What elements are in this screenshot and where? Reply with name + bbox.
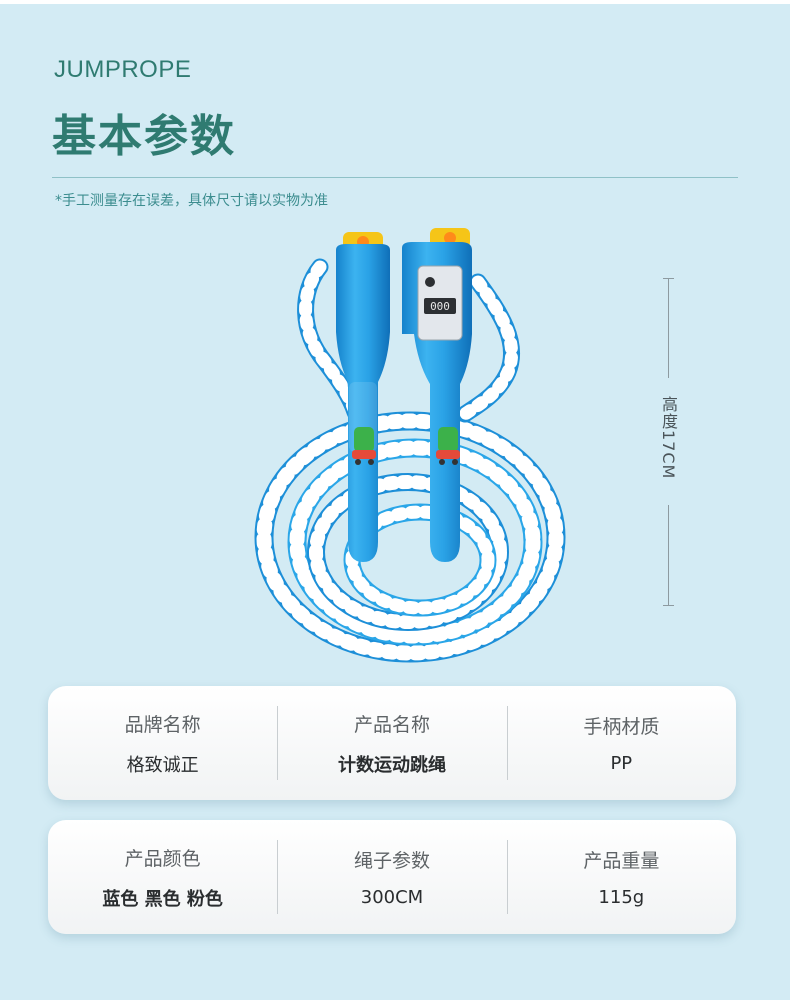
spec-color: 产品颜色 蓝色 黑色 粉色 (48, 820, 277, 934)
jump-rope-image: 000 (254, 228, 566, 663)
header-divider (52, 177, 738, 178)
spec-label: 产品颜色 (124, 847, 201, 870)
spec-value: 115g (598, 887, 645, 908)
spec-label: 品牌名称 (124, 713, 201, 736)
spec-value: 蓝色 黑色 粉色 (102, 888, 223, 910)
dimension-line-top (668, 278, 669, 378)
dino-decal-left (352, 427, 376, 465)
spec-rope-length: 绳子参数 300CM (277, 820, 506, 934)
dino-decal-right (436, 427, 460, 465)
spec-value: 300CM (360, 887, 424, 908)
dimension-cap-bottom (663, 605, 674, 606)
spec-label: 手柄材质 (583, 716, 660, 738)
page-title: 基本参数 (52, 111, 236, 162)
spec-label: 绳子参数 (353, 850, 430, 872)
counter-digits: 000 (430, 300, 450, 313)
top-edge (0, 0, 790, 4)
spec-weight: 产品重量 115g (506, 820, 736, 934)
brand-label: JUMPROPE (54, 56, 192, 83)
height-label: 高度17CM (659, 396, 678, 480)
dimension-line-bottom (668, 505, 669, 605)
spec-handle-material: 手柄材质 PP (506, 686, 736, 800)
spec-brand: 品牌名称 格致诚正 (48, 686, 277, 800)
spec-card-1: 品牌名称 格致诚正 产品名称 计数运动跳绳 手柄材质 PP (48, 686, 736, 800)
spec-label: 产品重量 (583, 850, 660, 872)
spec-label: 产品名称 (353, 713, 430, 736)
spec-value: 格致诚正 (126, 754, 199, 776)
spec-value: 计数运动跳绳 (337, 754, 446, 776)
spec-card-2: 产品颜色 蓝色 黑色 粉色 绳子参数 300CM 产品重量 115g (48, 820, 736, 934)
spec-value: PP (610, 753, 633, 774)
measurement-note: *手工测量存在误差，具体尺寸请以实物为准 (55, 193, 328, 209)
spec-product-name: 产品名称 计数运动跳绳 (277, 686, 506, 800)
